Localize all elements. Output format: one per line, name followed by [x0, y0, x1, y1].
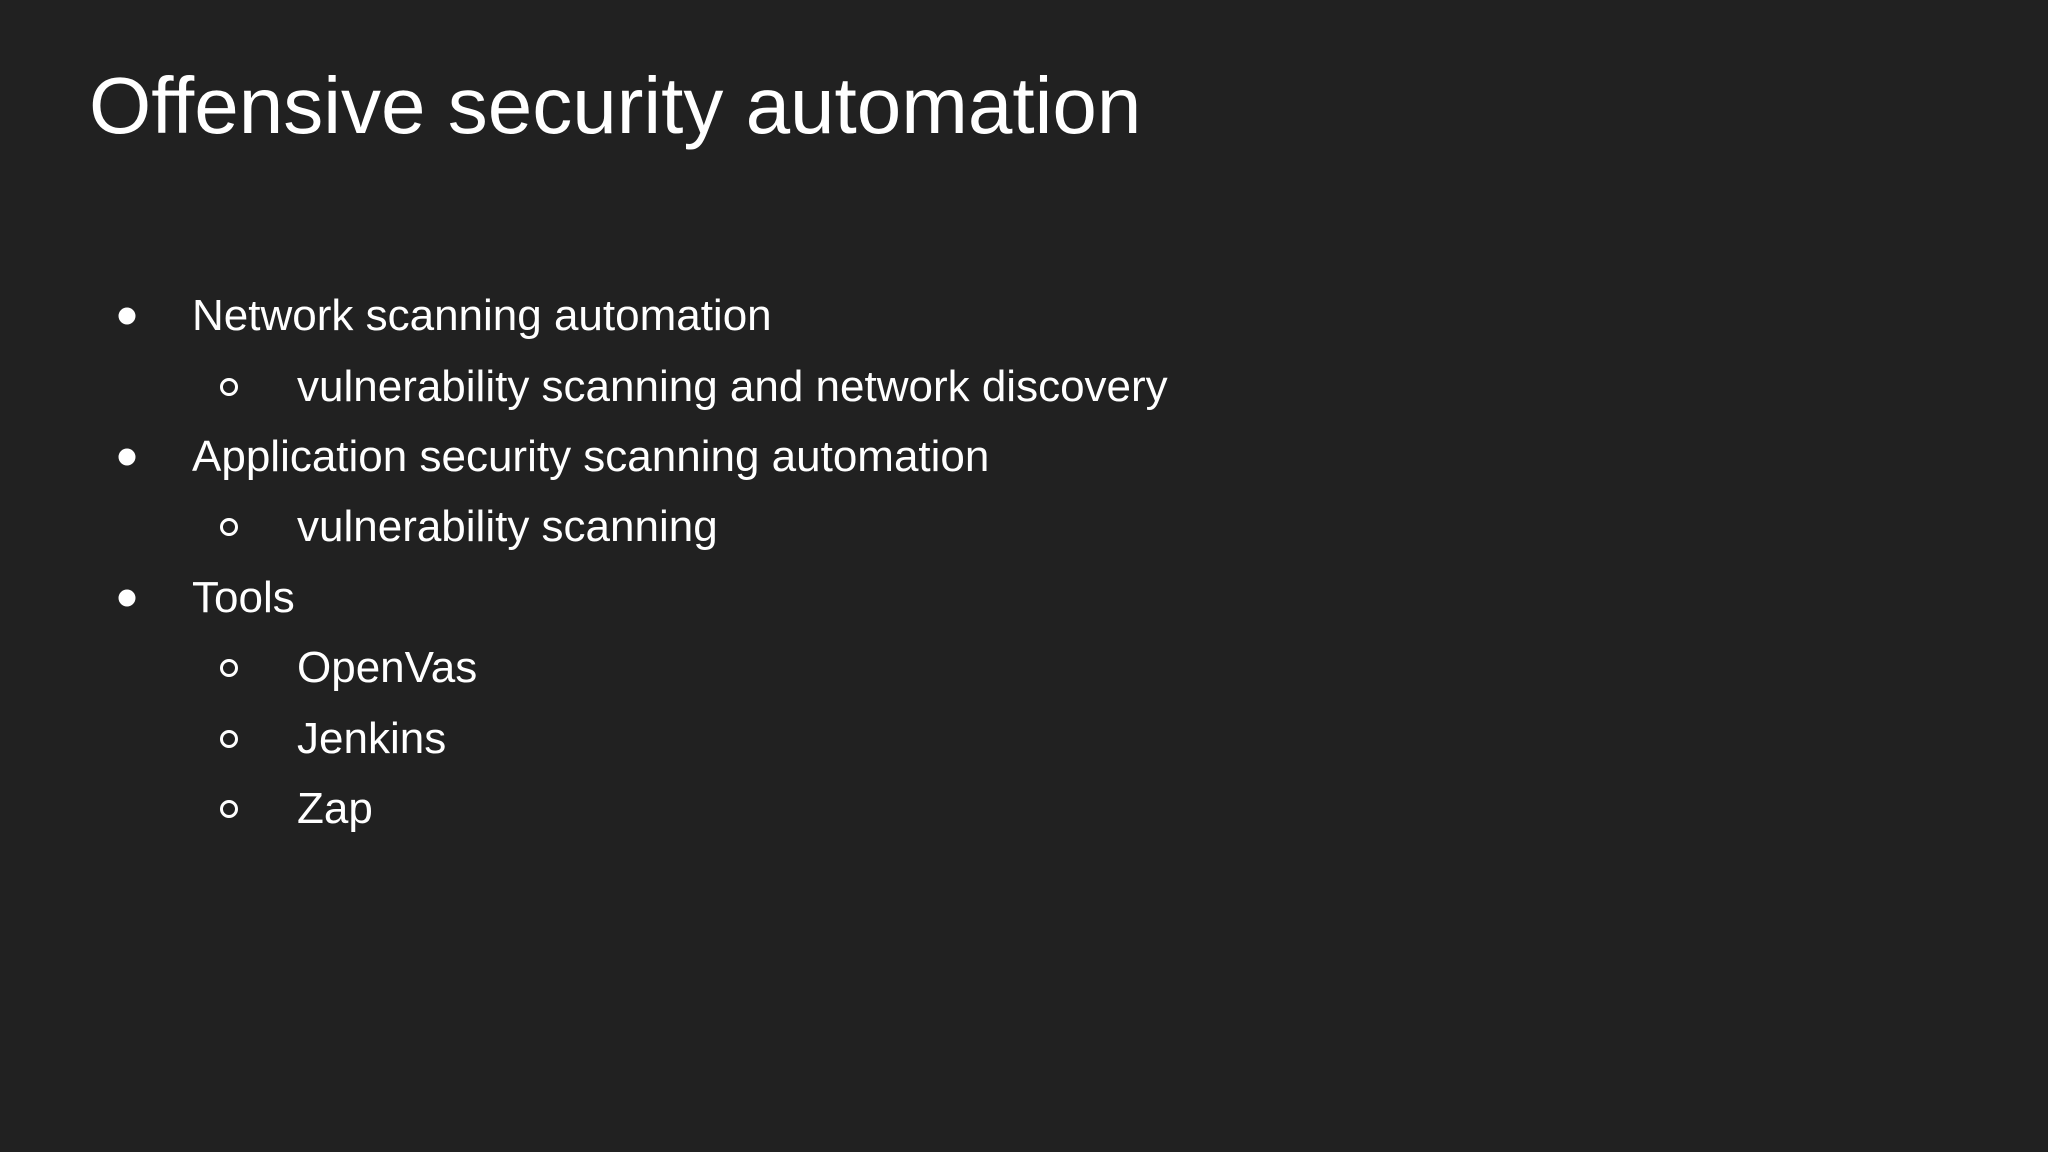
page-title: Offensive security automation — [89, 61, 1142, 150]
bullet-filled-icon — [118, 307, 136, 325]
bullet-filled-icon — [118, 589, 136, 607]
bullet-list: Network scanning automation vulnerabilit… — [0, 281, 2048, 844]
list-item: OpenVas — [0, 633, 2048, 703]
bullet-open-icon — [220, 799, 238, 818]
list-item-text: Application security scanning automation — [192, 431, 990, 481]
list-item: Zap — [0, 774, 2048, 844]
bullet-open-icon — [220, 659, 238, 678]
list-item-text: vulnerability scanning — [297, 502, 718, 552]
bullet-open-icon — [220, 729, 238, 748]
list-item: Application security scanning automation — [0, 422, 2048, 492]
bullet-filled-icon — [118, 448, 136, 466]
list-item-text: Zap — [297, 783, 373, 833]
list-item: Tools — [0, 563, 2048, 633]
list-item: vulnerability scanning and network disco… — [0, 351, 2048, 421]
list-item: vulnerability scanning — [0, 492, 2048, 562]
list-item-text: vulnerability scanning and network disco… — [297, 361, 1168, 411]
list-item-text: OpenVas — [297, 643, 478, 693]
bullet-open-icon — [220, 377, 238, 396]
list-item-text: Jenkins — [297, 713, 447, 763]
list-item-text: Tools — [192, 572, 295, 622]
list-item: Network scanning automation — [0, 281, 2048, 351]
bullet-open-icon — [220, 518, 238, 537]
list-item: Jenkins — [0, 703, 2048, 773]
list-item-text: Network scanning automation — [192, 291, 772, 341]
